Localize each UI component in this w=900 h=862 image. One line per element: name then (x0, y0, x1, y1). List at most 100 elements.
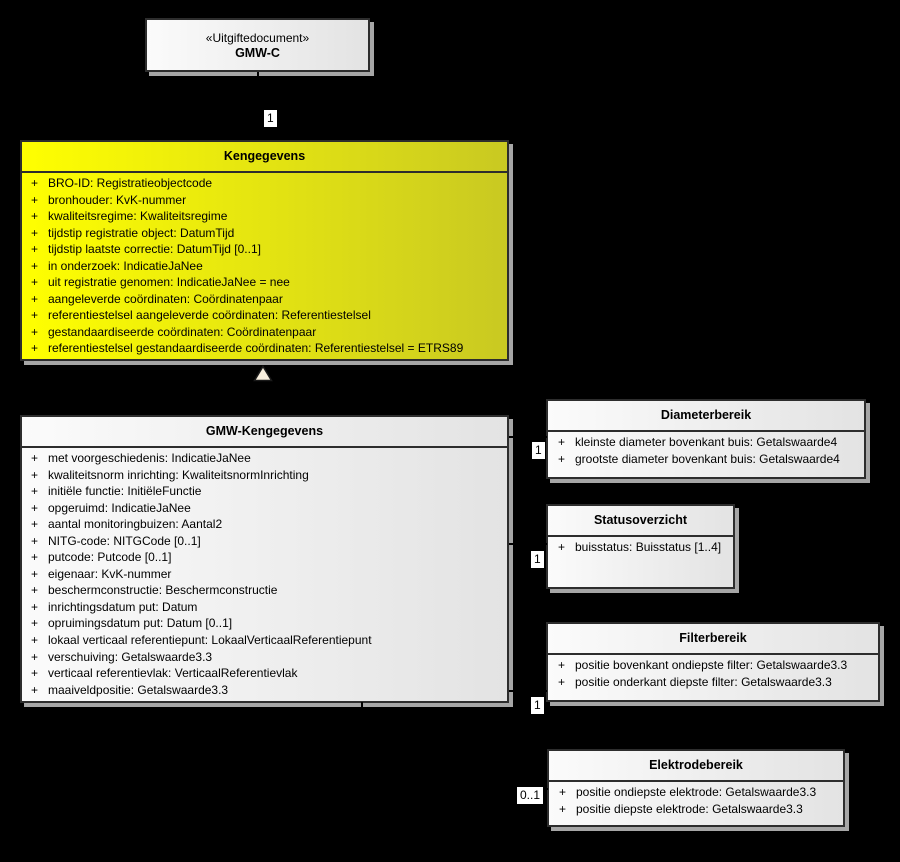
generalization-arrow-icon (253, 365, 273, 382)
attribute-row: + bronhouder: KvK-nummer (22, 192, 507, 209)
attribute-text: beschermconstructie: Beschermconstructie (48, 583, 278, 598)
attribute-text: kwaliteitsnorm inrichting: Kwaliteitsnor… (48, 467, 309, 482)
visibility-marker: + (558, 452, 566, 466)
class-title: Statusoverzicht (548, 506, 733, 537)
attribute-text: buisstatus: Buisstatus [1..4] (575, 540, 722, 554)
attribute-text: kwaliteitsregime: Kwaliteitsregime (48, 209, 228, 224)
attribute-row: + eigenaar: KvK-nummer (22, 566, 507, 583)
class-diameterbereik: Diameterbereik + kleinste diameter boven… (546, 399, 866, 479)
class-filterbereik: Filterbereik + positie bovenkant ondieps… (546, 622, 880, 702)
visibility-marker: + (31, 484, 39, 499)
attribute-list: + positie ondiepste elektrode: Getalswaa… (549, 782, 843, 818)
visibility-marker: + (31, 291, 39, 306)
class-elektrodebereik: Elektrodebereik + positie ondiepste elek… (547, 749, 845, 827)
multiplicity-label: 1 (531, 551, 544, 568)
visibility-marker: + (31, 341, 39, 356)
class-title: Diameterbereik (548, 401, 864, 432)
attribute-text: bronhouder: KvK-nummer (48, 192, 187, 207)
attribute-row: + kwaliteitsnorm inrichting: Kwaliteitsn… (22, 467, 507, 484)
attribute-row: + grootste diameter bovenkant buis: Geta… (548, 451, 864, 468)
visibility-marker: + (31, 451, 39, 465)
generalization-line (262, 380, 264, 415)
attribute-row: + opruimingsdatum put: Datum [0..1] (22, 615, 507, 632)
attribute-list: + buisstatus: Buisstatus [1..4] (548, 537, 733, 556)
visibility-marker: + (558, 435, 566, 449)
attribute-row: + putcode: Putcode [0..1] (22, 549, 507, 566)
attribute-row: + positie bovenkant ondiepste filter: Ge… (548, 657, 878, 674)
visibility-marker: + (31, 192, 39, 207)
attribute-row: + referentiestelsel aangeleverde coördin… (22, 307, 507, 324)
visibility-marker: + (559, 785, 567, 799)
attribute-text: BRO-ID: Registratieobjectcode (48, 176, 213, 190)
class-title: Elektrodebereik (549, 751, 843, 782)
attribute-text: tijdstip registratie object: DatumTijd (48, 225, 235, 240)
attribute-text: verticaal referentievlak: VerticaalRefer… (48, 666, 298, 681)
visibility-marker: + (31, 308, 39, 323)
attribute-text: positie bovenkant ondiepste filter: Geta… (575, 658, 848, 672)
attribute-row: + positie onderkant diepste filter: Geta… (548, 674, 878, 691)
visibility-marker: + (559, 802, 567, 816)
attribute-text: referentiestelsel gestandaardiseerde coö… (48, 341, 464, 356)
attribute-row: + BRO-ID: Registratieobjectcode (22, 175, 507, 192)
connector-filterbereik (509, 690, 547, 692)
attribute-row: + tijdstip registratie object: DatumTijd (22, 225, 507, 242)
attribute-list: + BRO-ID: Registratieobjectcode + bronho… (22, 173, 507, 357)
attribute-row: + aantal monitoringbuizen: Aantal2 (22, 516, 507, 533)
visibility-marker: + (558, 540, 566, 554)
attribute-text: verschuiving: Getalswaarde3.3 (48, 649, 213, 664)
attribute-row: + buisstatus: Buisstatus [1..4] (548, 539, 733, 556)
visibility-marker: + (31, 599, 39, 614)
visibility-marker: + (558, 658, 566, 672)
attribute-text: grootste diameter bovenkant buis: Getals… (575, 452, 840, 466)
visibility-marker: + (31, 566, 39, 581)
attribute-text: gestandaardiseerde coördinaten: Coördina… (48, 324, 317, 339)
attribute-row: + uit registratie genomen: IndicatieJaNe… (22, 274, 507, 291)
multiplicity-label: 1 (532, 442, 545, 459)
attribute-row: + tijdstip laatste correctie: DatumTijd … (22, 241, 507, 258)
attribute-text: opgeruimd: IndicatieJaNee (48, 500, 191, 515)
attribute-list: + kleinste diameter bovenkant buis: Geta… (548, 432, 864, 468)
visibility-marker: + (31, 533, 39, 548)
attribute-row: + initiële functie: InitiëleFunctie (22, 483, 507, 500)
attribute-list: + met voorgeschiedenis: IndicatieJaNee +… (22, 448, 507, 698)
visibility-marker: + (31, 500, 39, 515)
attribute-text: eigenaar: KvK-nummer (48, 566, 172, 581)
connector-elektrodebereik-horizontal (361, 788, 548, 790)
class-title: GMW-Kengegevens (22, 417, 507, 448)
attribute-text: inrichtingsdatum put: Datum (48, 599, 198, 614)
class-gmw-kengegevens: GMW-Kengegevens + met voorgeschiedenis: … (20, 415, 509, 703)
attribute-row: + aangeleverde coördinaten: Coördinatenp… (22, 291, 507, 308)
visibility-marker: + (31, 682, 39, 697)
multiplicity-label: 1 (264, 110, 277, 127)
attribute-row: + met voorgeschiedenis: IndicatieJaNee (22, 450, 507, 467)
attribute-text: referentiestelsel aangeleverde coördinat… (48, 308, 371, 323)
attribute-row: + in onderzoek: IndicatieJaNee (22, 258, 507, 275)
class-title: Filterbereik (548, 624, 878, 655)
attribute-text: positie ondiepste elektrode: Getalswaard… (576, 785, 817, 799)
attribute-text: met voorgeschiedenis: IndicatieJaNee (48, 451, 251, 465)
attribute-row: + opgeruimd: IndicatieJaNee (22, 500, 507, 517)
connector-statusoverzicht (509, 543, 547, 545)
visibility-marker: + (31, 666, 39, 681)
attribute-text: aangeleverde coördinaten: Coördinatenpaa… (48, 291, 283, 306)
visibility-marker: + (31, 649, 39, 664)
class-kengegevens: Kengegevens + BRO-ID: Registratieobjectc… (20, 140, 509, 361)
class-stereotype: «Uitgiftedocument» (205, 30, 310, 45)
attribute-list: + positie bovenkant ondiepste filter: Ge… (548, 655, 878, 691)
visibility-marker: + (31, 517, 39, 532)
attribute-text: aantal monitoringbuizen: Aantal2 (48, 517, 223, 532)
visibility-marker: + (31, 467, 39, 482)
visibility-marker: + (31, 324, 39, 339)
class-title: Kengegevens (22, 142, 507, 173)
attribute-text: positie onderkant diepste filter: Getals… (575, 675, 832, 689)
attribute-row: + gestandaardiseerde coördinaten: Coördi… (22, 324, 507, 341)
visibility-marker: + (31, 209, 39, 224)
connector-elektrodebereik-vertical (361, 702, 363, 790)
attribute-row: + positie diepste elektrode: Getalswaard… (549, 801, 843, 818)
attribute-text: putcode: Putcode [0..1] (48, 550, 172, 565)
attribute-row: + kleinste diameter bovenkant buis: Geta… (548, 434, 864, 451)
attribute-text: kleinste diameter bovenkant buis: Getals… (575, 435, 838, 449)
visibility-marker: + (31, 242, 39, 257)
attribute-row: + verticaal referentievlak: VerticaalRef… (22, 665, 507, 682)
